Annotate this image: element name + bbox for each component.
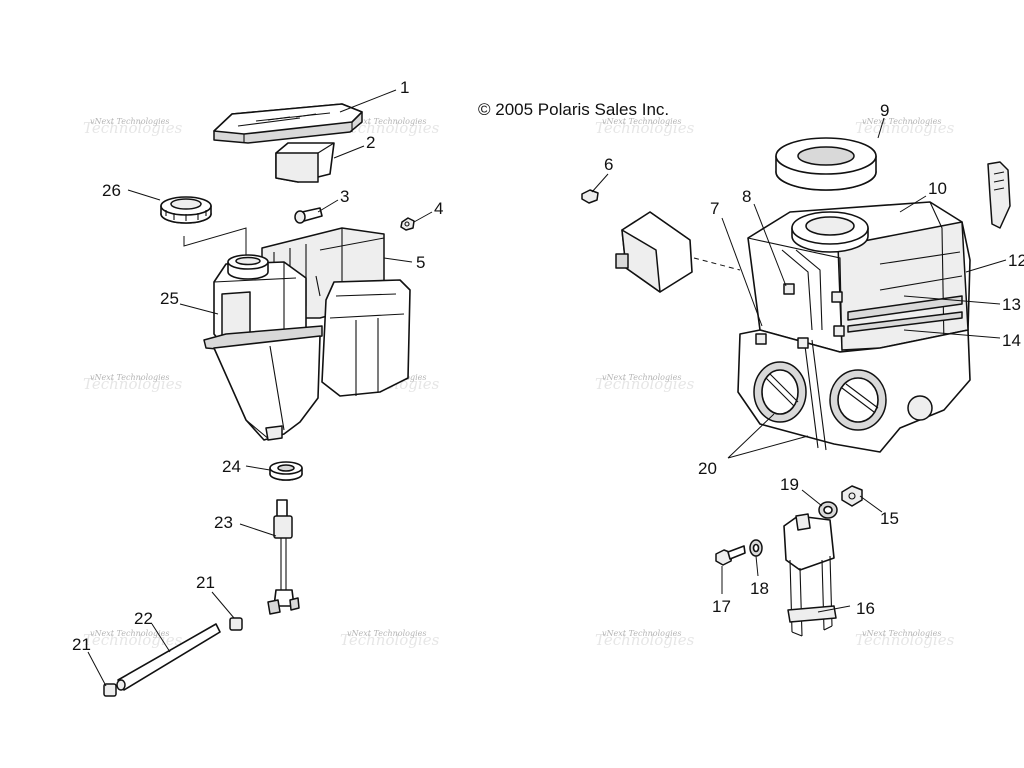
svg-text:Technologies: Technologies <box>83 119 183 137</box>
part-21-clamp <box>103 683 117 697</box>
callout-labels: 1 2 3 4 5 6 7 8 9 10 12 13 14 15 16 17 1… <box>72 78 1024 654</box>
watermark: vNext Technologies <box>90 117 169 126</box>
watermark: vNext Technologies <box>90 629 169 638</box>
callout-26: 26 <box>102 181 121 200</box>
leader-lines <box>87 89 1007 687</box>
watermark: vNext Technologies <box>602 629 681 638</box>
svg-text:Technologies: Technologies <box>595 631 695 649</box>
svg-text:Technologies: Technologies <box>340 631 440 649</box>
callout-13: 13 <box>1002 295 1021 314</box>
control-module <box>615 211 693 293</box>
callout-12: 12 <box>1008 251 1024 270</box>
watermark: vNext Technologies <box>90 373 169 382</box>
callout-9: 9 <box>880 101 889 120</box>
airbox-housing <box>737 201 971 453</box>
watermark: vNext Technologies <box>602 373 681 382</box>
callout-3: 3 <box>340 187 349 206</box>
callout-19: 19 <box>780 475 799 494</box>
callout-20: 20 <box>698 459 717 478</box>
callout-7: 7 <box>710 199 719 218</box>
part-3-bolt <box>294 207 323 224</box>
part-17-bolt <box>715 545 746 566</box>
callout-18: 18 <box>750 579 769 598</box>
callout-16: 16 <box>856 599 875 618</box>
part-22-hose <box>116 623 221 691</box>
part-15-nut <box>841 485 863 507</box>
svg-text:Technologies: Technologies <box>83 631 183 649</box>
part-16-bracket <box>783 513 837 637</box>
part-23-sensor <box>267 499 300 615</box>
callout-25: 25 <box>160 289 179 308</box>
callout-15: 15 <box>880 509 899 528</box>
part-19-washer <box>818 501 838 519</box>
watermark: vNext Technologies <box>602 117 681 126</box>
part-24-grommet <box>269 461 303 481</box>
tether-line <box>183 227 247 256</box>
callout-21b: 21 <box>72 635 91 654</box>
part-11-clip <box>987 161 1011 229</box>
copyright-notice: © 2005 Polaris Sales Inc. <box>478 100 669 119</box>
callout-17: 17 <box>712 597 731 616</box>
callout-23: 23 <box>214 513 233 532</box>
watermark: vNext Technologies <box>347 117 426 126</box>
part-18-washer <box>749 539 763 557</box>
part-25-reservoir-tank <box>203 227 411 441</box>
part-6-screw <box>581 189 599 204</box>
module-dashed-link <box>693 257 741 271</box>
watermark: vNext Technologies <box>347 629 426 638</box>
svg-text:Technologies: Technologies <box>595 375 695 393</box>
callout-4: 4 <box>434 199 443 218</box>
callout-24: 24 <box>222 457 241 476</box>
svg-text:Technologies: Technologies <box>595 119 695 137</box>
part-26-cap <box>160 196 212 224</box>
watermark: vNext Technologies <box>862 117 941 126</box>
callout-6: 6 <box>604 155 613 174</box>
svg-text:Technologies: Technologies <box>855 631 955 649</box>
watermark: vNext Technologies <box>862 629 941 638</box>
callout-22: 22 <box>134 609 153 628</box>
callout-14: 14 <box>1002 331 1021 350</box>
callout-1: 1 <box>400 78 409 97</box>
callout-21: 21 <box>196 573 215 592</box>
callout-2: 2 <box>366 133 375 152</box>
part-1-cover <box>213 103 363 144</box>
part-9-foam-ring <box>775 137 877 191</box>
callout-5: 5 <box>416 253 425 272</box>
svg-text:Technologies: Technologies <box>83 375 183 393</box>
part-4-nut <box>400 217 415 231</box>
part-2-block <box>275 142 335 183</box>
callout-8: 8 <box>742 187 751 206</box>
svg-text:Technologies: Technologies <box>340 119 440 137</box>
callout-10: 10 <box>928 179 947 198</box>
part-21-clamp <box>229 617 243 631</box>
